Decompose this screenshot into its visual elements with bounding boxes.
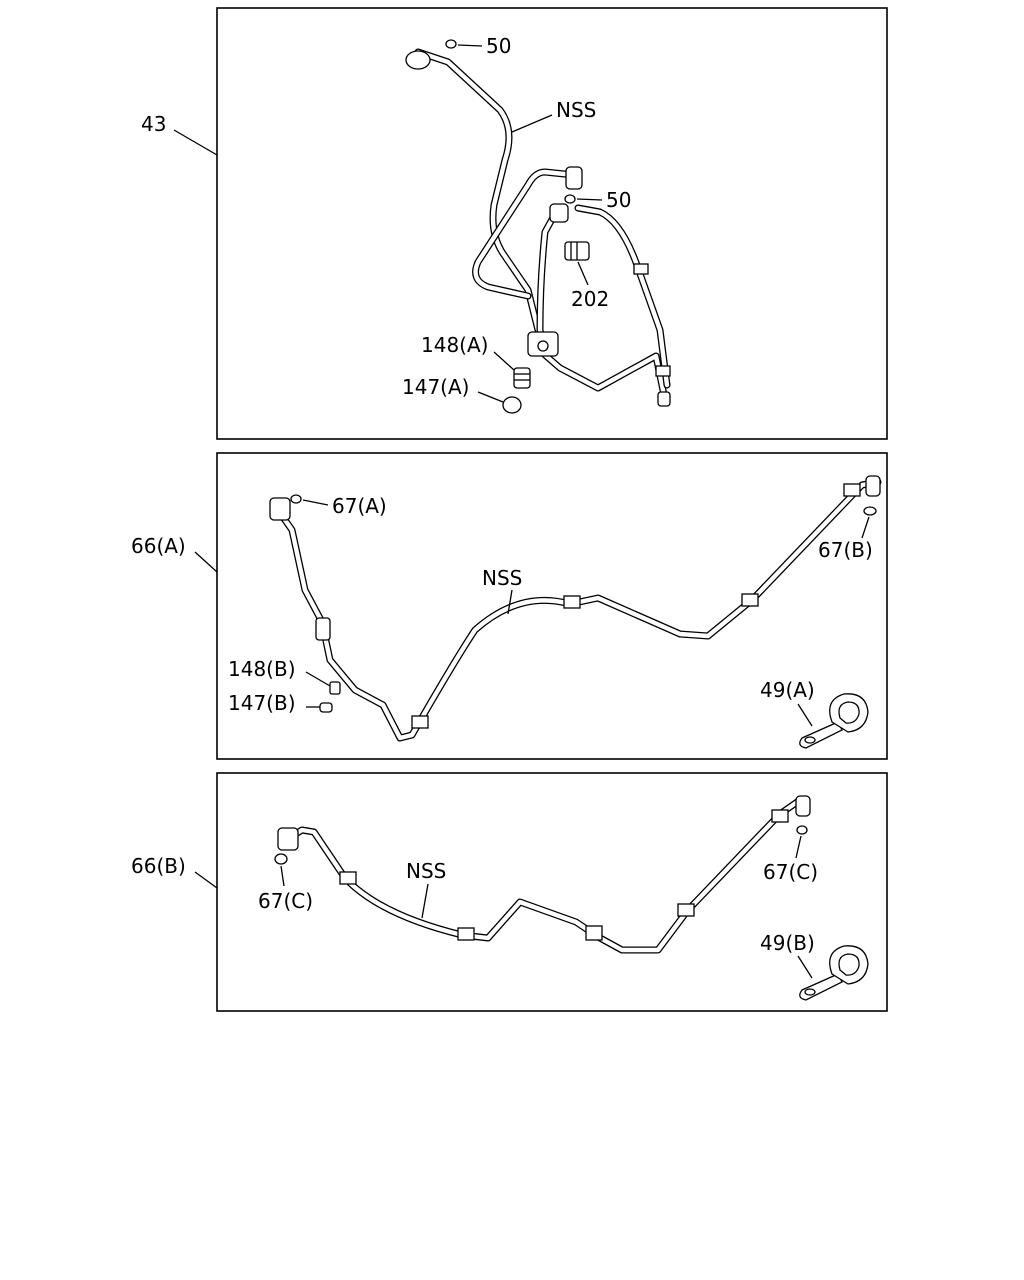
label-nss-43: NSS — [556, 98, 596, 122]
hose-crimp-b4 — [771, 809, 789, 823]
label-o-ring-67b: 67(B) — [818, 538, 873, 562]
ref-leader-66a — [194, 551, 218, 573]
panel-43: 43 50 NSS — [141, 7, 888, 440]
hose-crimp-a3 — [741, 593, 759, 607]
service-port-hole — [537, 340, 549, 352]
leader-valve-148a — [493, 351, 515, 371]
o-ring-67a — [290, 494, 302, 504]
label-clamp-49b: 49(B) — [760, 931, 815, 955]
label-cap-147b: 147(B) — [228, 691, 296, 715]
ref-label-66b: 66(B) — [131, 854, 186, 878]
leader-valve-148b — [305, 671, 331, 687]
hose-end-bottom — [657, 391, 671, 407]
leader-nss-43 — [511, 114, 553, 133]
valve-cap-147a — [502, 396, 522, 414]
hose-end-fitting-right — [865, 475, 881, 497]
hose-end-fitting-left — [269, 497, 291, 521]
hose-crimp-a4 — [843, 483, 861, 497]
label-valve-148a: 148(A) — [421, 333, 488, 357]
service-valve-148a — [513, 367, 531, 389]
label-o-ring-67c-right: 67(C) — [763, 860, 818, 884]
leader-o-ring-50-mid — [576, 198, 603, 201]
hose-crimp-a1 — [411, 715, 429, 729]
leader-cap-147a — [477, 391, 504, 403]
o-ring-67c-right — [796, 825, 808, 835]
hose-end-fitting-right-b — [795, 795, 811, 817]
panel-43-frame — [216, 7, 888, 440]
label-valve-148b: 148(B) — [228, 657, 296, 681]
hose-sleeve-b — [585, 925, 603, 941]
pipe-end-fitting-mid — [565, 166, 583, 190]
hose-crimp-a2 — [563, 595, 581, 609]
panel-66b-frame — [216, 772, 888, 1012]
label-o-ring-67c-left: 67(C) — [258, 889, 313, 913]
leader-clamp-49a — [797, 703, 813, 727]
hose-end-fitting-left-b — [277, 827, 299, 851]
leader-nss-66b — [421, 883, 429, 919]
hose-end-fitting — [549, 203, 569, 223]
pipe-sleeve — [315, 617, 331, 641]
leader-switch-202 — [577, 261, 589, 286]
label-o-ring-50-mid: 50 — [606, 188, 631, 212]
hose-crimp-b3 — [677, 903, 695, 917]
panel-66b: 66(B) NSS 67(C) 67(C) 49(B) — [131, 772, 888, 1012]
o-ring-50-top — [445, 39, 457, 49]
leader-clamp-49b — [797, 955, 813, 979]
panel-66a-frame — [216, 452, 888, 760]
leader-o-ring-67a — [302, 499, 329, 506]
hose-crimp-1 — [633, 263, 649, 275]
ref-leader-43 — [173, 129, 218, 156]
pipe-end-fitting-top — [405, 50, 431, 70]
panel-66a: 66(A) 67(A) 67(B) NSS 148(B) 147(B) 49(A… — [131, 452, 888, 760]
label-switch-202: 202 — [571, 287, 609, 311]
label-cap-147a: 147(A) — [402, 375, 469, 399]
ref-label-43: 43 — [141, 112, 166, 136]
hose-crimp-b2 — [457, 927, 475, 941]
service-valve-148b — [329, 681, 341, 695]
label-nss-66b: NSS — [406, 859, 446, 883]
hose-crimp-2 — [655, 365, 671, 377]
label-clamp-49a: 49(A) — [760, 678, 815, 702]
label-o-ring-67a: 67(A) — [332, 494, 387, 518]
o-ring-50-mid — [564, 194, 576, 204]
leader-o-ring-50-top — [457, 44, 483, 47]
leader-o-ring-67c-right — [795, 835, 802, 859]
ref-leader-66b — [194, 871, 218, 889]
ref-label-66a: 66(A) — [131, 534, 186, 558]
leader-o-ring-67b — [861, 516, 870, 539]
o-ring-67b — [863, 506, 877, 516]
o-ring-67c-left — [274, 853, 288, 865]
label-nss-66a: NSS — [482, 566, 522, 590]
label-o-ring-50-top: 50 — [486, 34, 511, 58]
hose-crimp-b1 — [339, 871, 357, 885]
valve-cap-147b — [319, 702, 333, 713]
leader-nss-66a — [507, 589, 513, 615]
leader-o-ring-67c-left — [280, 865, 285, 887]
